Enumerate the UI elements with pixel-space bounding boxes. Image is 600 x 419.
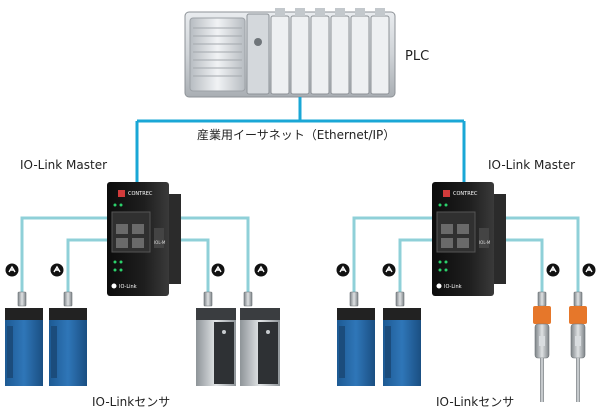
io-link-badge-icon — [50, 263, 64, 277]
io-link-badge-icon — [211, 263, 225, 277]
master-logo-text: IO-Link — [119, 284, 137, 290]
io-link-badges — [5, 263, 596, 277]
sensor-group-label-right: IO-Linkセンサ — [436, 395, 515, 409]
master-model-text: IOL-M — [479, 240, 491, 245]
sensor-temperature-1 — [533, 306, 551, 402]
io-link-badge-icon — [546, 263, 560, 277]
io-link-cables-right — [352, 216, 580, 293]
cable-connectors — [17, 291, 583, 307]
sensor-photoelectric-2 — [49, 308, 87, 386]
master-brand-text: CONTREC — [128, 191, 153, 197]
io-link-badge-icon — [254, 263, 268, 277]
master-model-text: IOL-M — [154, 240, 166, 245]
master-logo-text: IO-Link — [444, 284, 462, 290]
io-link-master-left: CONTREC IOL-M IO-Link — [107, 182, 181, 296]
master-label-left: IO-Link Master — [20, 158, 108, 172]
io-link-master-right: CONTREC IOL-M IO-Link — [432, 182, 506, 296]
ethernet-network — [135, 97, 466, 182]
io-link-badge-icon — [382, 263, 396, 277]
sensor-proximity-2 — [240, 308, 280, 386]
master-label-right: IO-Link Master — [488, 158, 576, 172]
sensor-photoelectric-1 — [5, 308, 43, 386]
plc-label: PLC — [405, 49, 430, 64]
sensor-group-label-left: IO-Linkセンサ — [92, 395, 171, 409]
master-brand-text: CONTREC — [453, 191, 478, 197]
sensor-proximity-1 — [196, 308, 236, 386]
sensor-photoelectric-3 — [337, 308, 375, 386]
sensor-photoelectric-4 — [383, 308, 421, 386]
io-link-badge-icon — [582, 263, 596, 277]
io-link-cables-left — [20, 216, 250, 293]
plc-unit — [184, 8, 396, 98]
io-link-badge-icon — [5, 263, 19, 277]
io-link-badge-icon — [336, 263, 350, 277]
network-label: 産業用イーサネット（Ethernet/IP） — [197, 128, 396, 142]
sensor-temperature-2 — [569, 306, 587, 402]
